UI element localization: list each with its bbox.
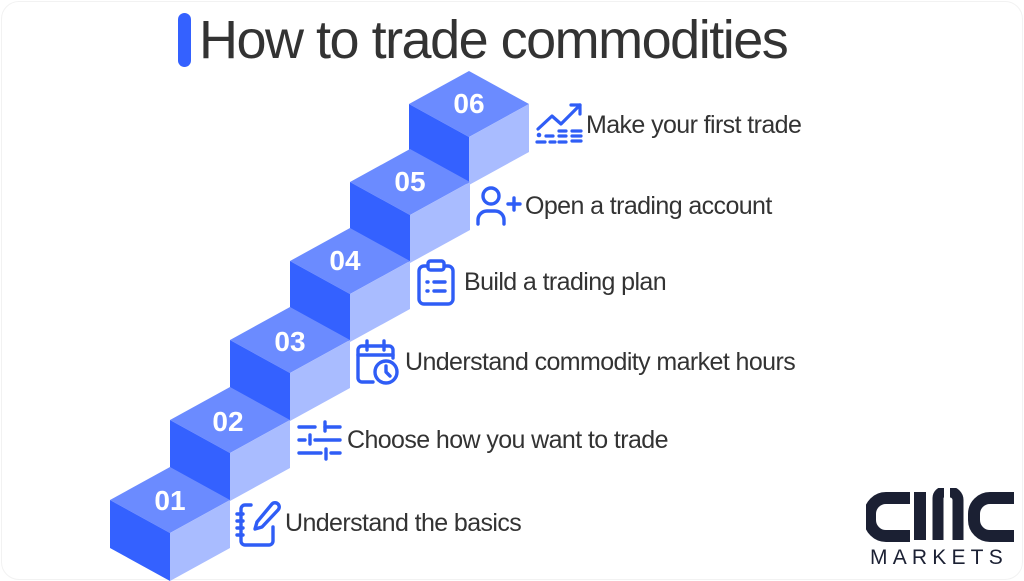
step-label-06: Make your first trade (586, 110, 802, 139)
step-number-01: 01 (154, 485, 185, 516)
cmc-markets-logo: MARKETS (866, 488, 1018, 570)
step-number-02: 02 (212, 406, 243, 437)
page-header: How to trade commodities (178, 8, 789, 72)
step-item-04: Build a trading plan (410, 256, 667, 308)
title-accent-bar (178, 13, 191, 67)
clipboard-list-icon (410, 256, 462, 308)
step-item-03: Understand commodity market hours (351, 336, 796, 388)
step-item-05: Open a trading account (471, 180, 772, 232)
user-plus-icon (471, 180, 523, 232)
step-label-02: Choose how you want to trade (347, 425, 669, 454)
step-block-02: 02 (170, 387, 290, 501)
step-label-01: Understand the basics (285, 508, 522, 537)
step-item-06: Make your first trade (532, 99, 802, 151)
sliders-icon (293, 414, 345, 466)
step-label-05: Open a trading account (525, 191, 772, 220)
step-block-04: 04 (290, 228, 410, 342)
trending-up-chart-icon (532, 99, 584, 151)
step-item-02: Choose how you want to trade (293, 414, 669, 466)
step-block-05: 05 (350, 149, 470, 263)
step-label-03: Understand commodity market hours (405, 347, 796, 376)
step-block-03: 03 (230, 307, 350, 421)
calendar-clock-icon (351, 336, 403, 388)
step-number-06: 06 (453, 88, 484, 119)
logo-text: MARKETS (870, 546, 1008, 569)
step-number-04: 04 (329, 245, 361, 276)
step-block-01: 01 (110, 467, 230, 581)
cmc-logo-mark (866, 488, 1014, 542)
notebook-pen-icon (231, 497, 283, 549)
step-number-03: 03 (274, 326, 305, 357)
step-number-05: 05 (394, 166, 425, 197)
step-label-04: Build a trading plan (464, 267, 667, 296)
step-item-01: Understand the basics (231, 497, 522, 549)
page-title: How to trade commodities (199, 10, 789, 70)
step-block-06: 06 (409, 71, 529, 185)
